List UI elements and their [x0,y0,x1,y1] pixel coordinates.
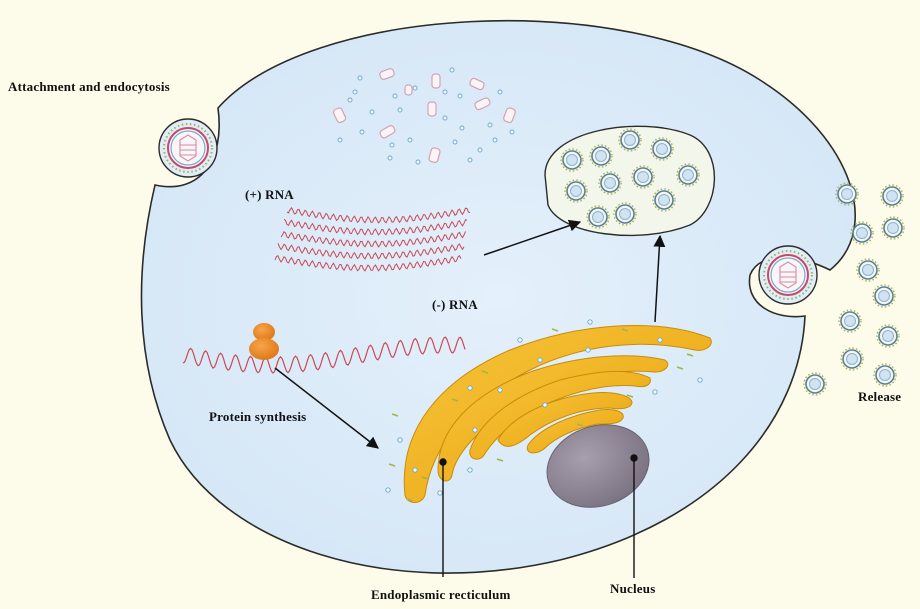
leader-lines [439,454,638,578]
scattered-particles [337,67,515,165]
label-minus-rna: (-) RNA [432,297,478,312]
label-plus-rna: (+) RNA [245,187,294,202]
cell-membrane [140,19,856,574]
label-er: Endoplasmic recticulum [371,587,511,602]
virion-icon [872,284,896,308]
entering-virion [158,118,218,178]
label-release: Release [858,389,902,404]
nucleus [546,424,650,508]
budding-virion [758,245,818,305]
virion-icon [840,347,864,371]
label-nucleus: Nucleus [610,581,656,596]
arrow-icon [274,367,379,449]
label-attachment: Attachment and endocytosis [8,79,170,94]
virion-icon [880,184,904,208]
endoplasmic-reticulum [403,325,712,503]
virion-icon [876,324,900,348]
arrow-icon [653,234,666,323]
ribosome-icon [249,323,279,360]
virion-icon [856,258,880,282]
virion-icon [803,372,827,396]
virion-icon [838,309,862,333]
arrow-icon [483,219,582,256]
plus-rna-strands [274,206,471,272]
virion-icon [881,216,905,240]
translating-mrna [182,336,466,374]
uncoating-fragments [332,68,516,163]
virion-icon [873,363,897,387]
label-protein-synthesis: Protein synthesis [209,409,307,424]
